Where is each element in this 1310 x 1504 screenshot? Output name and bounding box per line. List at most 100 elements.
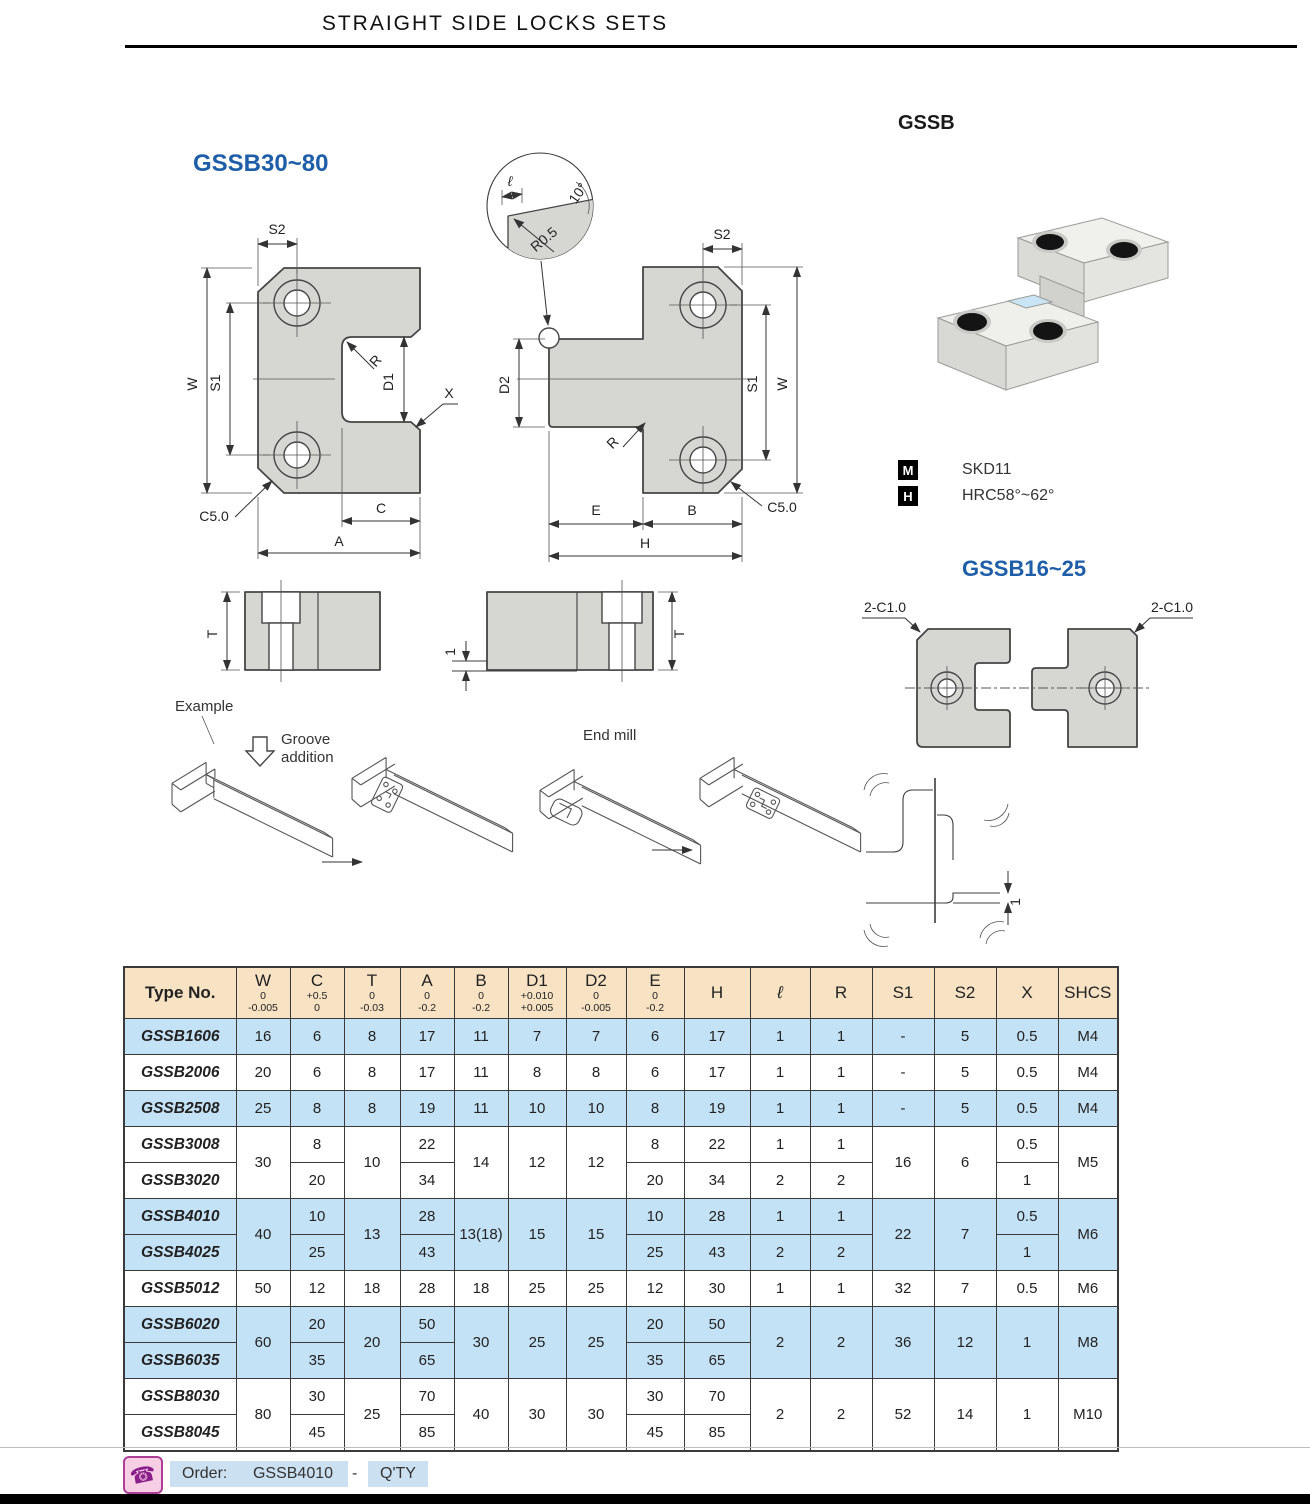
dim-label-s2-left: S2	[268, 221, 285, 237]
cell: 17	[683, 1054, 751, 1091]
cell: -	[871, 1018, 935, 1055]
example-sketch-4	[699, 756, 862, 853]
left-section-view: T	[204, 580, 381, 682]
dim-label-h-mid: H	[640, 535, 650, 551]
dim-label-c-left: C	[376, 500, 386, 516]
col-shcs: SHCS	[1057, 966, 1119, 1019]
cell: M10	[1057, 1378, 1119, 1452]
cell: 35	[625, 1342, 685, 1379]
cell: 40	[235, 1198, 291, 1271]
left-front-view: S2 W S1 R D1 X C5.0 C	[184, 221, 458, 559]
cell: 2	[749, 1162, 811, 1199]
small-series-view: 2-C1.0 2-C1.0	[862, 599, 1193, 748]
dim-label-detail-l: ℓ	[507, 173, 513, 189]
cell: 45	[289, 1414, 345, 1452]
col-d1: D1+0.010+0.005	[507, 966, 567, 1019]
dim-label-c1-right: 2-C1.0	[1151, 599, 1193, 615]
cell: 5	[933, 1054, 997, 1091]
cell: 30	[565, 1378, 627, 1452]
cell: 20	[343, 1306, 401, 1379]
cell: 25	[507, 1270, 567, 1307]
table-row: GSSB3008 30 8 10 22 14 12 12 8 22 1 1 16…	[123, 1126, 1119, 1199]
table-row: GSSB5012 50 12 18 28 18 25 25 12 30 1 1 …	[123, 1270, 1119, 1307]
cell-type: GSSB3008	[123, 1126, 237, 1163]
cell-type: GSSB5012	[123, 1270, 237, 1307]
cell: 25	[235, 1090, 291, 1127]
cell: 50	[235, 1270, 291, 1307]
cell: 11	[453, 1054, 509, 1091]
cell: 5	[933, 1090, 997, 1127]
cell-type: GSSB8030	[123, 1378, 237, 1415]
table-row: GSSB6020 60 20 20 50 30 25 25 20 50 2 2 …	[123, 1306, 1119, 1379]
cell: 11	[453, 1018, 509, 1055]
groove-arrow-icon	[244, 736, 276, 768]
cell: 8	[507, 1054, 567, 1091]
cell: 17	[683, 1018, 751, 1055]
cell: 5	[933, 1018, 997, 1055]
cell: 30	[507, 1378, 567, 1452]
hardness-row: H HRC58°~62°	[898, 486, 1054, 506]
example-sketch-1	[171, 761, 334, 858]
cell: 65	[399, 1342, 455, 1379]
cell: 8	[343, 1090, 401, 1127]
cell: 10	[625, 1198, 685, 1235]
hardness-key-badge: H	[898, 486, 918, 506]
cell: 50	[683, 1306, 751, 1343]
cell: 1	[809, 1126, 873, 1163]
cell: 6	[625, 1054, 685, 1091]
cell: 1	[995, 1234, 1059, 1271]
cell: 20	[625, 1162, 685, 1199]
cell: 25	[343, 1378, 401, 1452]
cell: 8	[625, 1126, 685, 1163]
cell: 6	[289, 1054, 345, 1091]
cell: 25	[289, 1234, 345, 1271]
cell: 1	[749, 1126, 811, 1163]
cell-type: GSSB8045	[123, 1414, 237, 1452]
cell-type: GSSB4025	[123, 1234, 237, 1271]
cell: M4	[1057, 1018, 1119, 1055]
cell: 13	[343, 1198, 401, 1271]
dim-label-r-mid: R	[603, 433, 621, 451]
cell: 2	[749, 1378, 811, 1452]
order-divider	[0, 1447, 1310, 1448]
cell: 32	[871, 1270, 935, 1307]
technical-drawings: S2 W S1 R D1 X C5.0 C	[171, 152, 1193, 947]
product-heading: GSSB	[898, 112, 955, 134]
cell: 7	[933, 1198, 997, 1271]
phone-button[interactable]: ☎	[123, 1456, 163, 1494]
cell: 8	[289, 1126, 345, 1163]
cell: 25	[565, 1270, 627, 1307]
cell: 30	[683, 1270, 751, 1307]
cell: 43	[399, 1234, 455, 1271]
cell: 1	[749, 1018, 811, 1055]
cell: 0.5	[995, 1198, 1059, 1235]
dim-label-s1-left: S1	[207, 374, 223, 391]
cell: 10	[507, 1090, 567, 1127]
col-r: R	[809, 966, 873, 1019]
cell: 45	[625, 1414, 685, 1452]
cell: 17	[399, 1054, 455, 1091]
cell: 6	[289, 1018, 345, 1055]
cell: 80	[235, 1378, 291, 1452]
table-row: GSSB2508 25 8 8 19 11 10 10 8 19 1 1 - 5…	[123, 1090, 1119, 1127]
cell: M6	[1057, 1270, 1119, 1307]
cell: 12	[625, 1270, 685, 1307]
cell: 12	[565, 1126, 627, 1199]
col-l: ℓ	[749, 966, 811, 1019]
cell: 85	[399, 1414, 455, 1452]
cell: 10	[565, 1090, 627, 1127]
small-view-heading: GSSB16~25	[962, 556, 1087, 581]
cell-type: GSSB4010	[123, 1198, 237, 1235]
cell: 15	[507, 1198, 567, 1271]
cell: 11	[453, 1090, 509, 1127]
cell: 20	[289, 1162, 345, 1199]
table-row: GSSB4010 40 10 13 28 13(18) 15 15 10 28 …	[123, 1198, 1119, 1271]
middle-front-view: ℓ 10° R0.5 S2 W S1 D2 R	[486, 152, 803, 562]
cell: 60	[235, 1306, 291, 1379]
cell: 16	[871, 1126, 935, 1199]
cell-type: GSSB2006	[123, 1054, 237, 1091]
cell: 20	[625, 1306, 685, 1343]
order-separator: -	[352, 1465, 358, 1482]
cell: 12	[933, 1306, 997, 1379]
